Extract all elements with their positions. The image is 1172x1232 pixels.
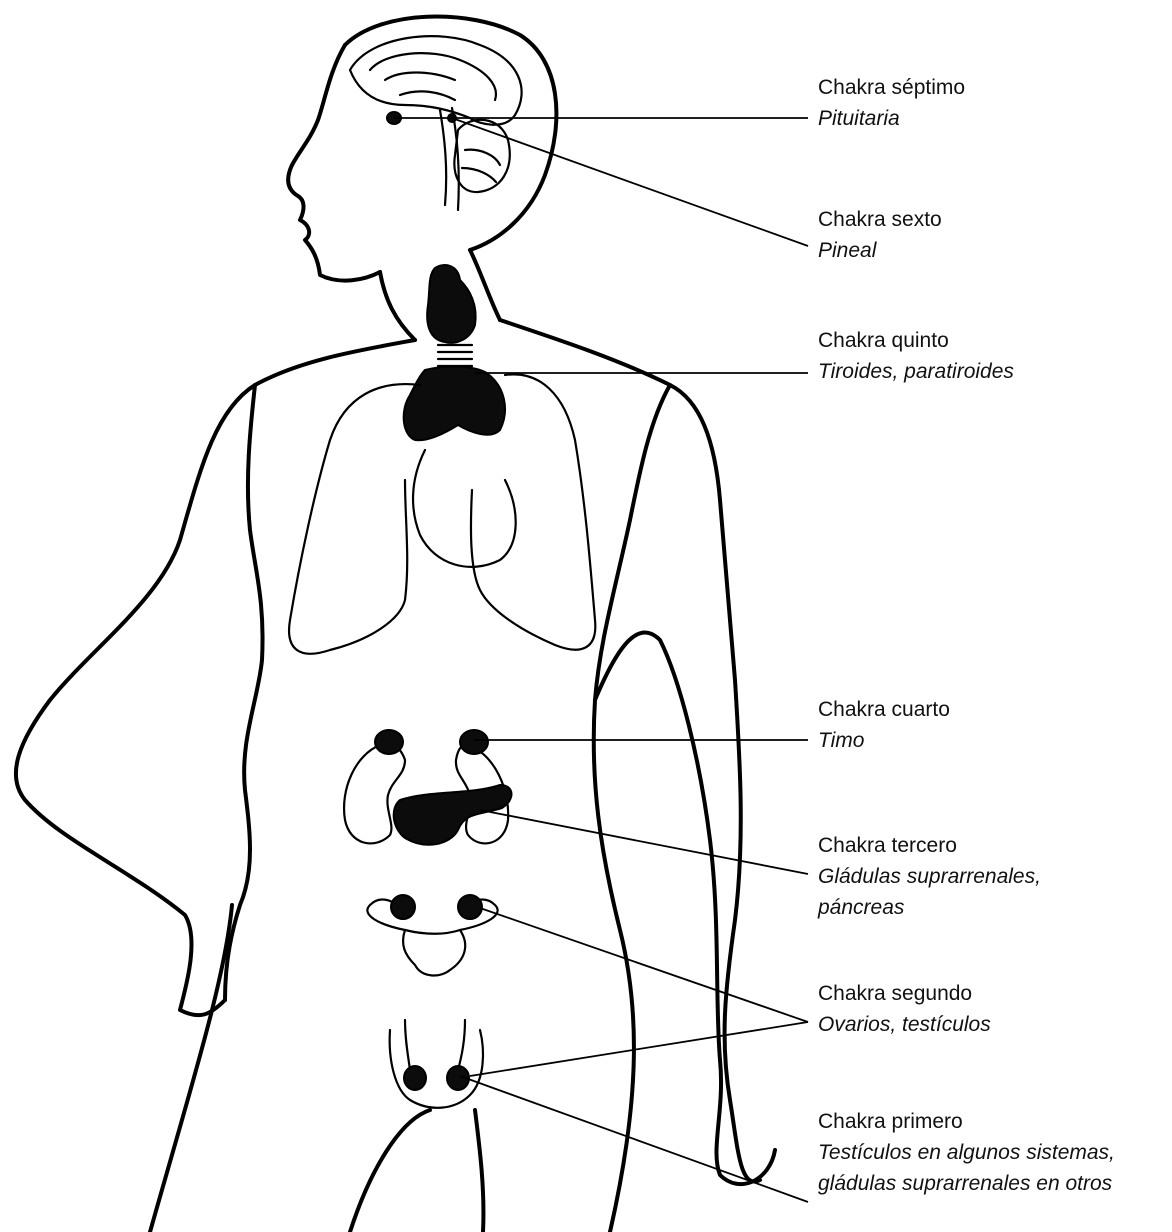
- ovaries-uterus: [367, 895, 497, 975]
- leader-sixth: [452, 118, 808, 246]
- body-outline: [16, 17, 775, 1232]
- gland-name: Tiroides, paratiroides: [818, 356, 1014, 387]
- gland-name-line-1: Testículos en algunos sistemas,: [818, 1137, 1115, 1168]
- chakra-name: Chakra cuarto: [818, 694, 950, 725]
- gland-name: Pineal: [818, 235, 942, 266]
- chakra-name: Chakra séptimo: [818, 72, 965, 103]
- thyroid-trachea: [404, 265, 505, 440]
- gland-name-line-2: páncreas: [818, 892, 1041, 923]
- gland-name: Timo: [818, 725, 950, 756]
- leader-first: [460, 1076, 808, 1202]
- label-second-chakra: Chakra segundo Ovarios, testículos: [818, 978, 991, 1040]
- label-third-chakra: Chakra tercero Gládulas suprarrenales, p…: [818, 830, 1041, 923]
- kidneys-pancreas: [344, 730, 511, 845]
- chakra-name: Chakra tercero: [818, 830, 1041, 861]
- gland-name-line-2: gládulas suprarrenales en otros: [818, 1168, 1115, 1199]
- chakra-name: Chakra quinto: [818, 325, 1014, 356]
- label-first-chakra: Chakra primero Testículos en algunos sis…: [818, 1106, 1115, 1199]
- chakra-name: Chakra segundo: [818, 978, 991, 1009]
- gland-name: Pituitaria: [818, 103, 965, 134]
- leader-second-a: [480, 908, 808, 1022]
- label-fifth-chakra: Chakra quinto Tiroides, paratiroides: [818, 325, 1014, 387]
- chakra-name: Chakra primero: [818, 1106, 1115, 1137]
- gland-name: Ovarios, testículos: [818, 1009, 991, 1040]
- testes: [390, 1020, 483, 1108]
- chakra-name: Chakra sexto: [818, 204, 942, 235]
- brain: [350, 36, 522, 210]
- label-fourth-chakra: Chakra cuarto Timo: [818, 694, 950, 756]
- leader-third: [480, 810, 808, 874]
- leader-second-b: [470, 1022, 808, 1076]
- label-seventh-chakra: Chakra séptimo Pituitaria: [818, 72, 965, 134]
- label-sixth-chakra: Chakra sexto Pineal: [818, 204, 942, 266]
- gland-name-line-1: Gládulas suprarrenales,: [818, 861, 1041, 892]
